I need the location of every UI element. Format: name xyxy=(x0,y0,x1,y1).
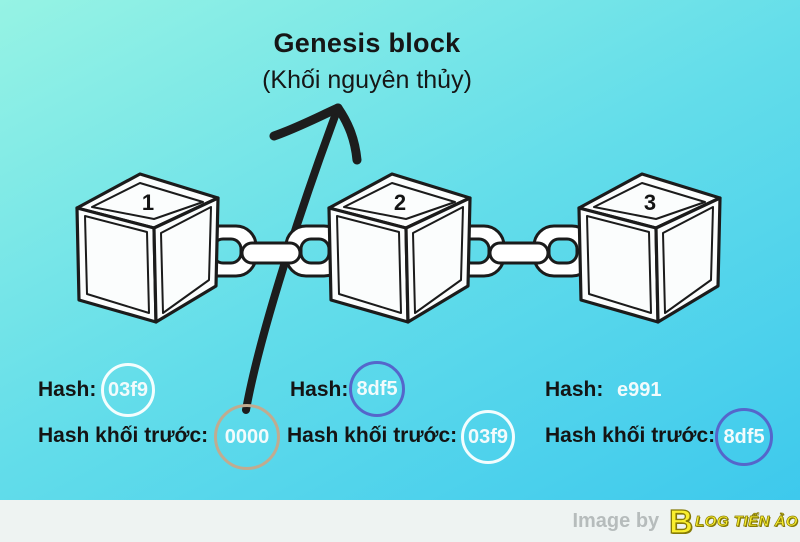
prev-hash-value-text-block3: 8df5 xyxy=(723,425,765,448)
prev-hash-label-block3: Hash khối trước: xyxy=(545,424,716,447)
prev-hash-label-block1: Hash khối trước: xyxy=(38,424,209,447)
chain-icon-right xyxy=(444,224,594,278)
hash-value-block3: e991 xyxy=(617,379,662,401)
prev-hash-value-block2: 03f9 xyxy=(461,410,515,464)
block-1-number: 1 xyxy=(142,190,154,215)
prev-hash-label-block2: Hash khối trước: xyxy=(287,424,458,447)
genesis-arrow-icon xyxy=(242,103,362,414)
prev-hash-value-block3: 8df5 xyxy=(715,408,773,466)
hash-value-text-block2: 8df5 xyxy=(356,377,398,400)
blog-tien-ao-logo: B LOG TIẾN ẢO xyxy=(669,502,798,540)
footer-bar: Image by B LOG TIẾN ẢO xyxy=(0,500,800,542)
hash-label-block1: Hash: xyxy=(38,378,97,401)
page-subtitle: (Khối nguyên thủy) xyxy=(262,66,472,94)
hash-value-block1: 03f9 xyxy=(101,363,155,417)
hash-value-text-block1: 03f9 xyxy=(107,378,149,401)
hash-label-block2: Hash: xyxy=(290,378,349,401)
block-1-cube-icon: 1 xyxy=(75,172,220,324)
block-3-number: 3 xyxy=(644,190,656,215)
block-3-cube-icon: 3 xyxy=(577,172,722,324)
image-credit-text: Image by xyxy=(572,509,660,532)
bitcoin-b-icon: B xyxy=(669,502,694,540)
block-2-number: 2 xyxy=(394,190,406,215)
prev-hash-value-text-block2: 03f9 xyxy=(467,425,509,448)
page-title: Genesis block xyxy=(273,28,461,58)
logo-wordmark: LOG TIẾN ẢO xyxy=(695,512,798,530)
diagram-title-group: Genesis block (Khối nguyên thủy) xyxy=(167,28,567,95)
chain-icon-left xyxy=(196,224,346,278)
block-2-cube-icon: 2 xyxy=(327,172,472,324)
hash-label-block3: Hash: xyxy=(545,378,604,401)
prev-hash-value-block1: 0000 xyxy=(214,404,280,470)
prev-hash-value-text-block1: 0000 xyxy=(224,425,270,448)
hash-value-block2: 8df5 xyxy=(349,361,405,417)
